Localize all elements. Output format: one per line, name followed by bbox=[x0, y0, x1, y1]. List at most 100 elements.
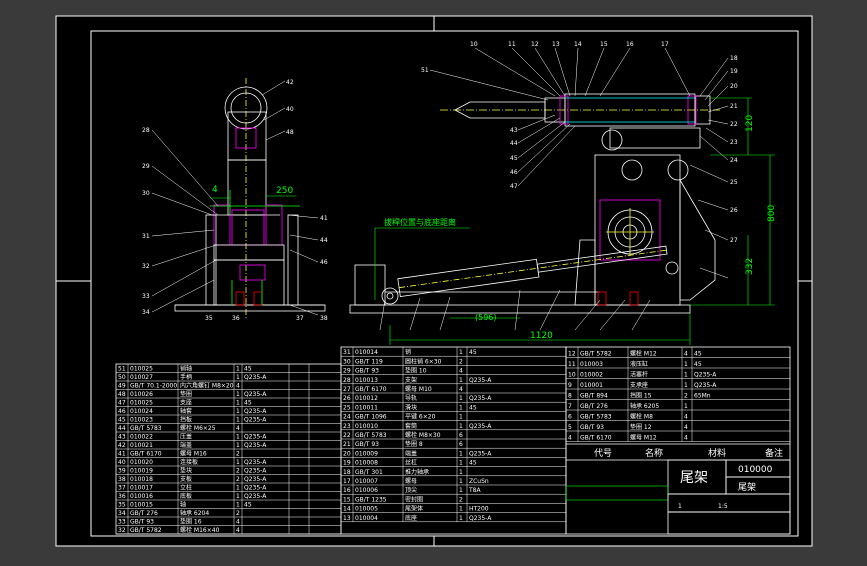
part-number: 34 bbox=[142, 309, 150, 316]
table-cell: 16 bbox=[343, 487, 351, 494]
table-cell: 1 bbox=[236, 374, 240, 381]
table-cell: ZCuSn bbox=[469, 478, 489, 485]
table-cell: 顶尖 bbox=[405, 486, 417, 494]
table-cell: 1 bbox=[236, 400, 240, 407]
table-cell: Q235-A bbox=[244, 434, 267, 441]
table-cell: 1 bbox=[236, 434, 240, 441]
table-cell: 010009 bbox=[355, 450, 378, 457]
dim-250: 250 bbox=[276, 186, 293, 196]
table-cell: 010012 bbox=[355, 395, 378, 402]
table-cell: 45 bbox=[694, 351, 702, 358]
drawing-name: 尾架 bbox=[738, 482, 756, 493]
table-cell: Q235-A bbox=[244, 476, 267, 483]
table-cell: GB/T 276 bbox=[580, 403, 608, 410]
table-cell: 10 bbox=[568, 372, 576, 379]
table-cell: 1 bbox=[236, 459, 240, 466]
side-view bbox=[174, 78, 326, 320]
table-cell: 010017 bbox=[130, 485, 153, 492]
table-cell: 17 bbox=[343, 478, 351, 485]
table-cell: 丝杠 bbox=[405, 459, 417, 467]
table-cell: 37 bbox=[118, 485, 126, 492]
table-cell: 支板 bbox=[180, 475, 192, 483]
table-cell: 47 bbox=[118, 400, 126, 407]
table-cell: 65Mn bbox=[694, 393, 711, 400]
table-cell: 1 bbox=[236, 408, 240, 415]
header-code: 代号 bbox=[594, 448, 612, 459]
part-number: 37 bbox=[296, 315, 304, 322]
dim-596: (596) bbox=[475, 313, 497, 322]
dim-332: 332 bbox=[745, 258, 755, 275]
table-cell: 7 bbox=[568, 403, 572, 410]
table-cell: 1 bbox=[236, 391, 240, 398]
table-cell: 垫圈 bbox=[180, 390, 192, 398]
table-cell: 45 bbox=[694, 361, 702, 368]
table-cell: 1 bbox=[236, 485, 240, 492]
table-cell: 010027 bbox=[130, 374, 153, 381]
part-number: 26 bbox=[730, 207, 738, 214]
table-cell: 1 bbox=[459, 460, 463, 467]
front-view bbox=[349, 93, 720, 314]
table-cell: 4 bbox=[684, 414, 688, 421]
table-cell: 010024 bbox=[130, 408, 153, 415]
table-cell: GB/T 6170 bbox=[355, 386, 387, 393]
part-number: 31 bbox=[142, 233, 150, 240]
table-cell: 轴套 bbox=[180, 407, 192, 415]
part-number: 14 bbox=[574, 41, 582, 48]
part-number: 46 bbox=[510, 169, 518, 176]
table-cell: 18 bbox=[343, 469, 351, 476]
table-cell: GB/T 70.1-2000 bbox=[130, 383, 177, 390]
table-cell: 1 bbox=[459, 423, 463, 430]
table-cell: 9 bbox=[568, 382, 572, 389]
table-cell: Q235-A bbox=[244, 442, 267, 449]
table-cell: 15 bbox=[343, 496, 351, 503]
dim-1120: 1120 bbox=[530, 331, 553, 341]
table-cell: 6 bbox=[459, 441, 463, 448]
part-number: 30 bbox=[142, 190, 150, 197]
part-number: 22 bbox=[730, 121, 738, 128]
table-cell: 1 bbox=[459, 377, 463, 384]
part-number: 27 bbox=[730, 237, 738, 244]
table-cell: 010020 bbox=[130, 459, 153, 466]
table-cell: 45 bbox=[469, 460, 477, 467]
table-cell: 010013 bbox=[355, 377, 378, 384]
table-cell: 1 bbox=[684, 403, 688, 410]
table-cell: 010015 bbox=[130, 502, 153, 509]
table-cell: Q235-A bbox=[469, 395, 492, 402]
table-cell: Q235-A bbox=[244, 391, 267, 398]
part-number: 24 bbox=[730, 157, 738, 164]
table-cell: GB/T 5783 bbox=[355, 432, 387, 439]
table-cell: 1 bbox=[459, 506, 463, 513]
table-cell: GB/T 6170 bbox=[130, 451, 162, 458]
table-cell: Q235-A bbox=[694, 382, 717, 389]
table-cell: 端盖 bbox=[180, 441, 192, 449]
table-cell: 4 bbox=[236, 519, 240, 526]
table-cell: 45 bbox=[244, 400, 252, 407]
table-cell: 支座 bbox=[180, 399, 192, 407]
table-cell: GB/T 93 bbox=[355, 441, 379, 448]
table-cell: 螺母 M12 bbox=[630, 434, 657, 442]
inner-border bbox=[90, 30, 799, 537]
table-cell: 010005 bbox=[355, 506, 378, 513]
table-cell: 010016 bbox=[130, 493, 153, 500]
table-cell: 44 bbox=[118, 425, 126, 432]
table-cell: 垫圈 12 bbox=[630, 423, 652, 431]
part-number: 21 bbox=[730, 103, 738, 110]
table-cell: 35 bbox=[118, 502, 126, 509]
drawing-title: 尾架 bbox=[680, 470, 708, 486]
table-cell: 1 bbox=[684, 372, 688, 379]
dim-120: 120 bbox=[745, 115, 755, 132]
table-cell: 1 bbox=[459, 487, 463, 494]
part-number: 36 bbox=[232, 315, 240, 322]
table-cell: 支承座 bbox=[630, 381, 648, 389]
table-cell: Q235-A bbox=[244, 408, 267, 415]
dim-800: 800 bbox=[767, 205, 777, 222]
table-cell: 1 bbox=[236, 502, 240, 509]
table-cell: 010006 bbox=[355, 487, 378, 494]
table-cell: 2 bbox=[236, 468, 240, 475]
table-cell: GB/T 93 bbox=[355, 368, 379, 375]
part-number: 16 bbox=[626, 41, 634, 48]
part-number: 45 bbox=[510, 155, 518, 162]
scale-text: 1:5 bbox=[718, 503, 728, 510]
